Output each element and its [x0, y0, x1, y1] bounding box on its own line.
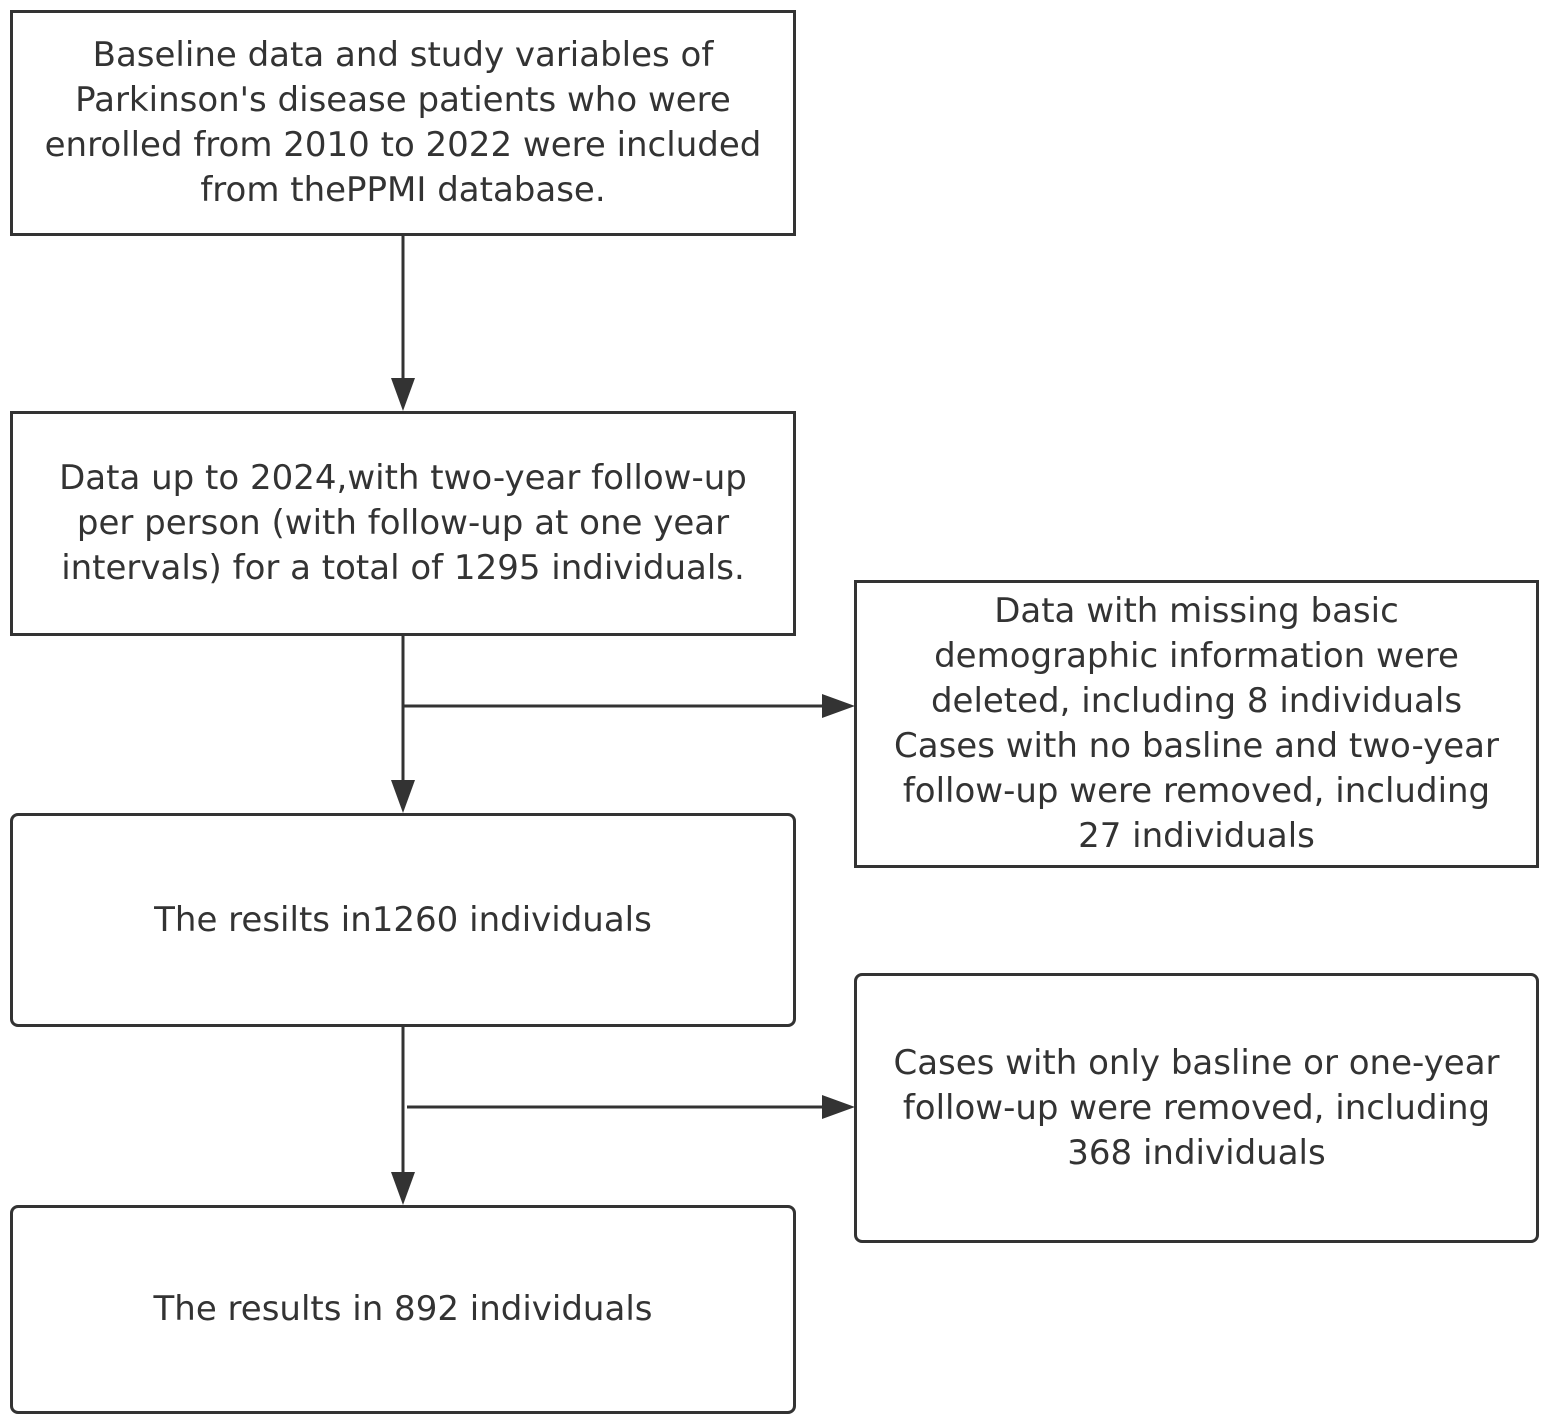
arrowhead-branch-to-exclusion1 [822, 694, 855, 718]
exclusion-text-1: Data with missing basic demographic info… [894, 591, 1499, 856]
result-892-text: The results in 892 individuals [153, 1289, 653, 1329]
result-1260-box: The resilts in1260 individuals [10, 813, 796, 1027]
arrowhead-start-to-followup [391, 378, 415, 411]
exclusion-text-2: Cases with only basline or one-year foll… [893, 1042, 1500, 1173]
exclusion-box-2: Cases with only basline or one-year foll… [854, 973, 1539, 1243]
arrowhead-branch-to-exclusion2 [822, 1095, 855, 1119]
baseline-data-text: Baseline data and study variables of Par… [44, 35, 762, 210]
result-1260-text: The resilts in1260 individuals [154, 899, 652, 940]
followup-data-box: Data up to 2024,with two-year follow-up … [10, 411, 796, 636]
arrowhead-1260-to-892 [391, 1172, 415, 1205]
followup-data-text: Data up to 2024,with two-year follow-up … [59, 458, 747, 588]
baseline-data-box: Baseline data and study variables of Par… [10, 10, 796, 236]
exclusion-box-1: Data with missing basic demographic info… [854, 580, 1539, 868]
arrowhead-followup-to-1260 [391, 780, 415, 813]
result-892-box: The results in 892 individuals [10, 1205, 796, 1414]
